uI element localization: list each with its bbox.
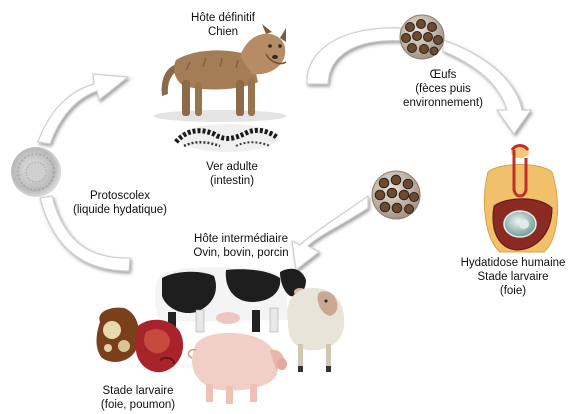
human-torso-illustration (484, 146, 557, 253)
definitive-host-title: Hôte définitif (178, 11, 268, 25)
eggs-label: Œufs (fèces puis environnement) (388, 68, 498, 110)
protoscolex-label: Protoscolex (liquide hydatique) (60, 189, 180, 217)
protoscolex-line2: (liquide hydatique) (60, 203, 180, 217)
larval-stage-line1: Stade larvaire (88, 384, 188, 398)
adult-worm-label: Ver adulte (intestin) (182, 160, 282, 188)
larval-stage-label: Stade larvaire (foie, poumon) (88, 384, 188, 412)
protoscolex-illustration (11, 147, 61, 197)
eggs-cluster-top (400, 15, 444, 59)
eggs-line3: environnement) (388, 96, 498, 110)
eggs-line1: Œufs (388, 68, 498, 82)
protoscolex-line1: Protoscolex (60, 189, 180, 203)
cow-illustration (155, 267, 306, 332)
definitive-host-name: Chien (178, 25, 268, 39)
intermediate-host-title: Hôte intermédiaire (176, 232, 306, 246)
sheep-illustration (287, 288, 344, 372)
pig-illustration (189, 333, 287, 404)
human-hydatidosis-label: Hydatidose humaine Stade larvaire (foie) (453, 256, 573, 298)
eggs-line2: (fèces puis (388, 82, 498, 96)
definitive-host-label: Hôte définitif Chien (178, 11, 268, 39)
eggs-cluster-middle (372, 171, 420, 219)
larval-stage-line2: (foie, poumon) (88, 398, 188, 412)
intermediate-host-label: Hôte intermédiaire Ovin, bovin, porcin (176, 232, 306, 260)
adult-worm-line2: (intestin) (182, 174, 282, 188)
human-line1: Hydatidose humaine (453, 256, 573, 270)
arrow-protoscolex-to-dog (38, 74, 128, 144)
adult-worm-illustration (176, 124, 278, 152)
human-line3: (foie) (453, 284, 573, 298)
adult-worm-line1: Ver adulte (182, 160, 282, 174)
intermediate-host-names: Ovin, bovin, porcin (176, 246, 306, 260)
human-line2: Stade larvaire (453, 270, 573, 284)
